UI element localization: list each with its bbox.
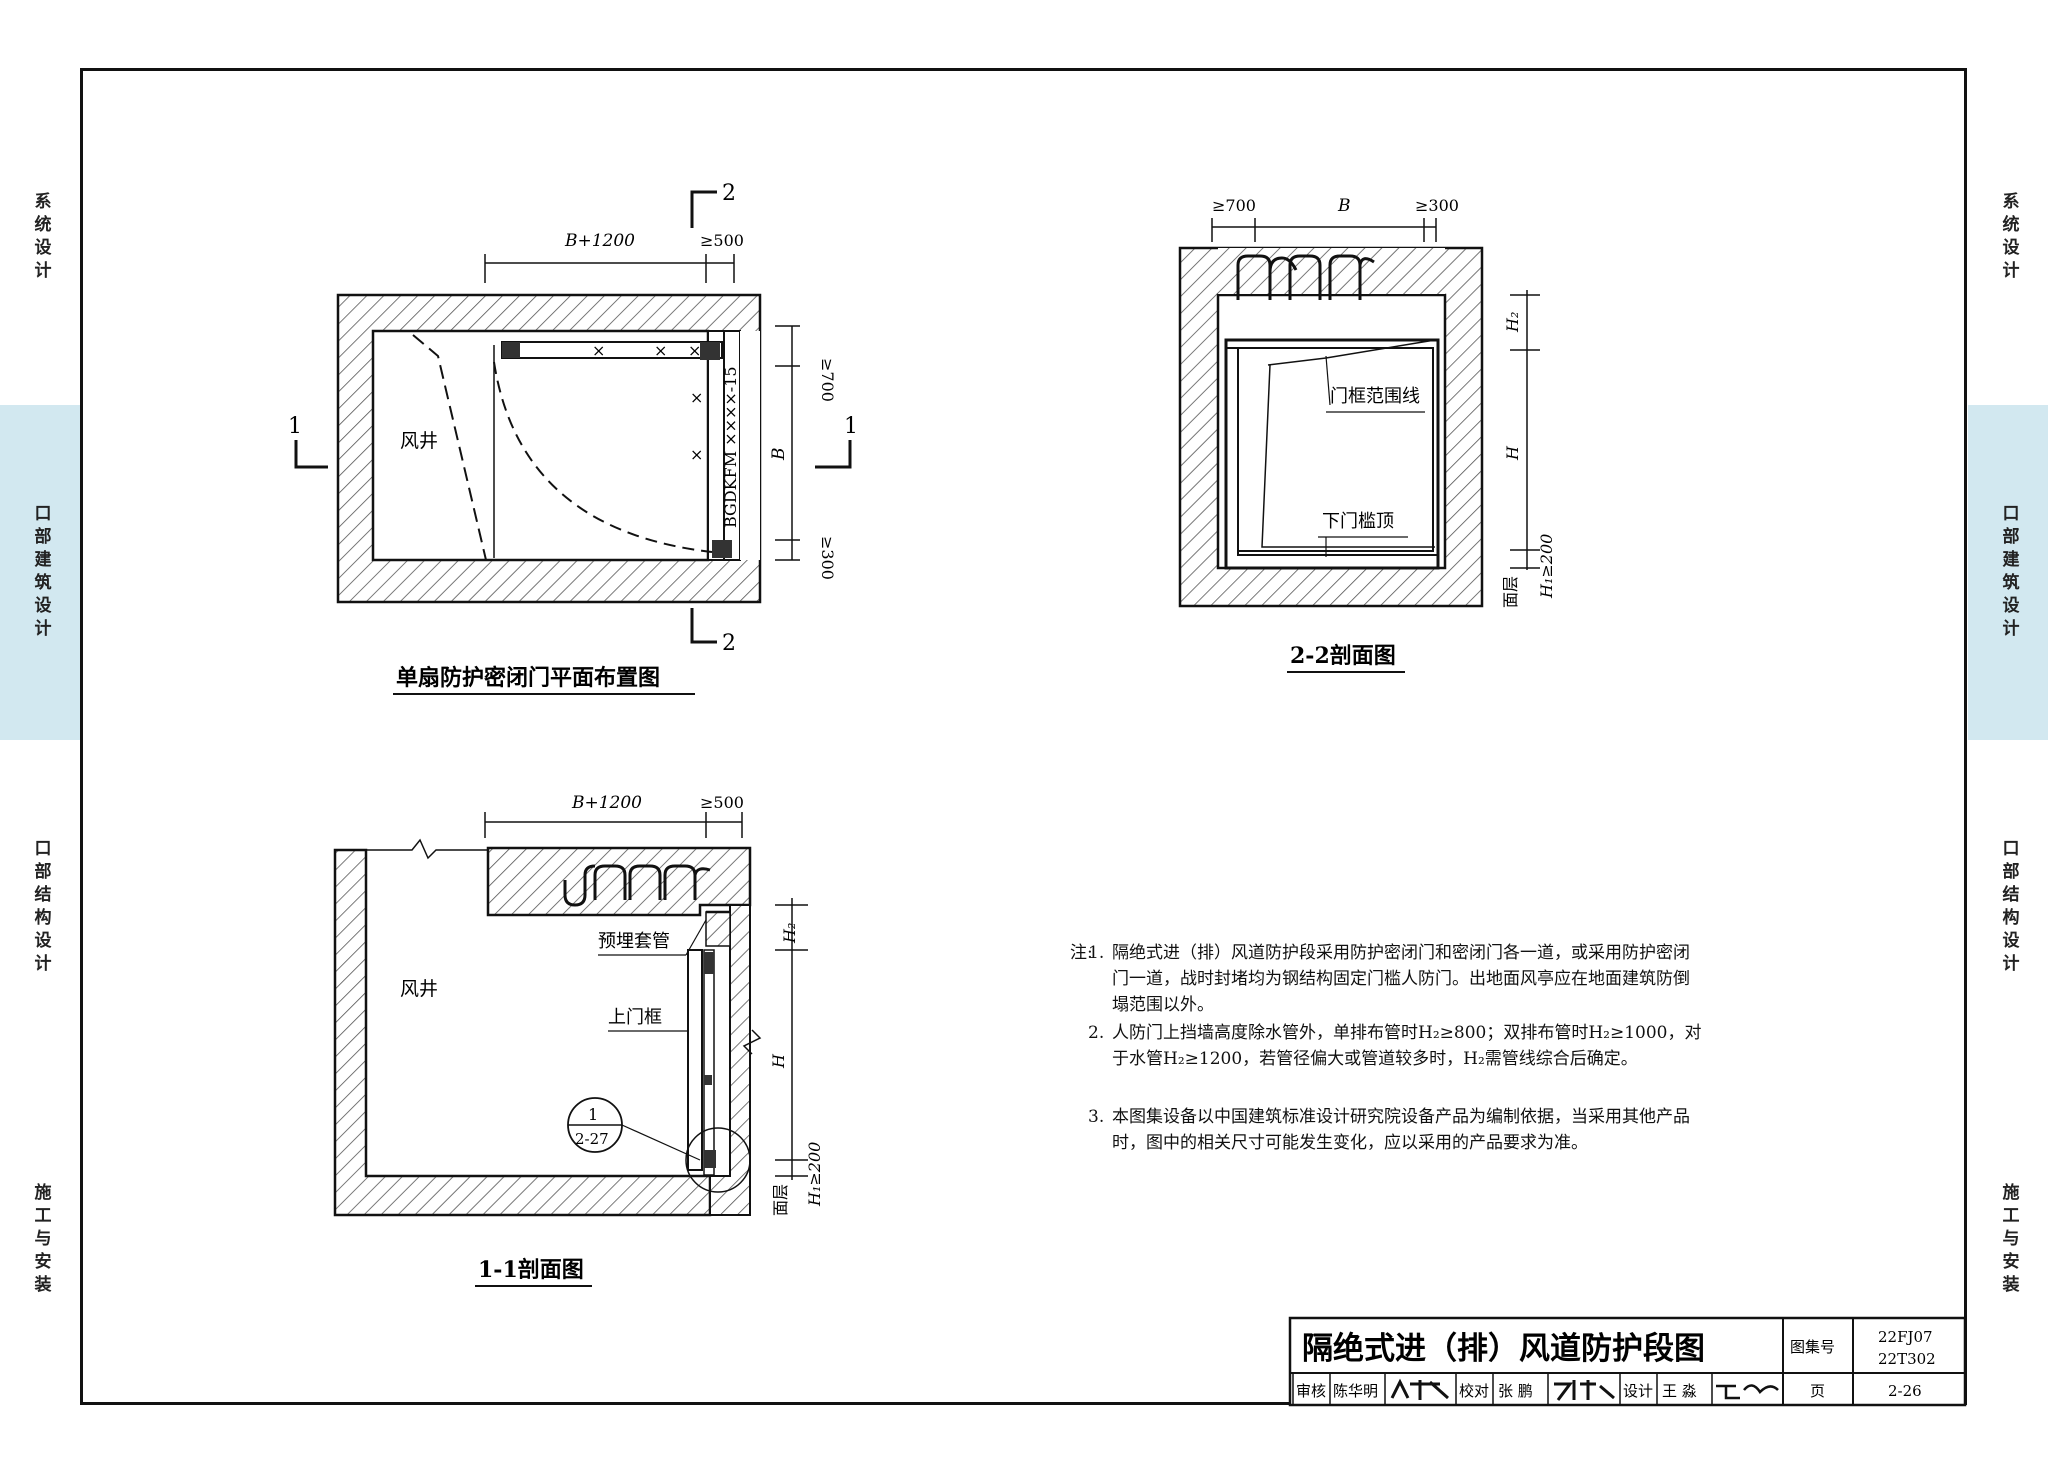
sec22-dim-h1: H₁≥200: [1537, 534, 1556, 599]
sec22-dim-top-left: ≥700: [1212, 196, 1256, 215]
note-num: 3.: [1088, 1107, 1105, 1127]
section-mark-1-left: [294, 440, 328, 469]
sec22-floor-label: 面层: [1501, 576, 1520, 608]
design-label: 设计: [1623, 1382, 1653, 1400]
section-1-1: 风井 预埋套管 上门框 1 2-27 B+1200 ≥500 H₂ H H₁≥2…: [333, 793, 824, 1287]
plan-dim-top: B+1200: [564, 231, 635, 251]
checker-signature: [1554, 1380, 1615, 1401]
plan-dim-right-mid: B: [769, 448, 789, 462]
plan-shaft-label: 风井: [400, 430, 438, 452]
side-tab-left-system[interactable]: 系统设计: [30, 191, 51, 284]
sec22-dim-h2: H₂: [1503, 312, 1522, 333]
detail-index-num: 1: [588, 1105, 598, 1124]
review-label: 审核: [1296, 1382, 1326, 1400]
reviewer-name: 陈华明: [1333, 1382, 1378, 1400]
check-label: 校对: [1459, 1382, 1489, 1400]
sec22-label-sill: 下门槛顶: [1322, 511, 1394, 532]
side-tab-left-entrance-struct[interactable]: 口部结构设计: [30, 838, 51, 977]
plan-caption: 单扇防护密闭门平面布置图: [396, 665, 660, 691]
sec11-dim-h1: H₁≥200: [805, 1142, 824, 1207]
sec11-top-slab: [486, 846, 752, 917]
note-text: 隔绝式进（排）风道防护段采用防护密闭门和密闭门各一道，或采用防护密闭门一道，战时…: [1112, 943, 1690, 1015]
door-x-mark: ×: [690, 388, 703, 407]
side-tab-left-construction[interactable]: 施工与安装: [30, 1182, 51, 1298]
plan-door-code: BGDKFM ××××-15: [721, 366, 740, 528]
plan-dim-right-top: ≥700: [818, 358, 837, 402]
section-mark-2-top-label: 2: [722, 181, 736, 206]
side-tab-left-entrance-arch[interactable]: 口部建筑设计: [0, 405, 80, 740]
sec22-pipes: [1236, 254, 1375, 300]
section-2-2: 门框范围线 下门槛顶 ≥700 B ≥300 H₂ H H₁≥200 面层 2-…: [1178, 196, 1556, 673]
door-swing-arc: [493, 361, 713, 553]
door-x-mark: ×: [654, 341, 667, 360]
sec22-caption: 2-2剖面图: [1290, 643, 1396, 669]
door-x-mark: ×: [592, 341, 605, 360]
atlas-label: 图集号: [1790, 1338, 1835, 1356]
section-mark-1-left-label: 1: [288, 414, 302, 439]
sec22-dim-top-right: ≥300: [1415, 196, 1459, 215]
sec22-dim-h: H: [1503, 445, 1522, 461]
notes-heading: 注:: [1070, 943, 1093, 963]
atlas-no-1: 22FJ07: [1878, 1328, 1933, 1346]
title-text: 隔绝式进（排）风道防护段图: [1302, 1331, 1705, 1367]
checker-name: 张 鹏: [1498, 1382, 1533, 1400]
plan-dim-right-bot: ≥300: [818, 536, 837, 580]
sec11-caption: 1-1剖面图: [478, 1257, 584, 1283]
side-tab-right-entrance-struct[interactable]: 口部结构设计: [1998, 838, 2019, 977]
sec11-dim-h2: H₂: [780, 923, 799, 944]
designer-name: 王 淼: [1662, 1382, 1697, 1400]
sec11-label-upper-frame: 上门框: [608, 1007, 662, 1028]
note-text: 人防门上挡墙高度除水管外，单排布管时H₂≥800；双排布管时H₂≥1000，对于…: [1112, 1023, 1702, 1069]
sec11-dim-top: B+1200: [571, 793, 642, 813]
sec11-pipes: [563, 864, 711, 907]
section-mark-2-bottom: [690, 608, 717, 644]
page-label: 页: [1810, 1382, 1825, 1400]
section-mark-1-right-label: 1: [844, 414, 858, 439]
reviewer-signature: [1390, 1378, 1449, 1400]
plan-view: × × × × × 风井 BGDKFM ××××-15 B+1200 ≥500 …: [288, 181, 858, 695]
note-item: 2. 人防门上挡墙高度除水管外，单排布管时H₂≥800；双排布管时H₂≥1000…: [1088, 1020, 1702, 1072]
note-item: 1. 隔绝式进（排）风道防护段采用防护密闭门和密闭门各一道，或采用防护密闭门一道…: [1088, 940, 1702, 1018]
sec22-dim-top-mid: B: [1337, 196, 1351, 216]
sec11-floor-label: 面层: [771, 1184, 790, 1216]
plan-dim-top-right: ≥500: [700, 231, 744, 250]
side-tab-right-construction[interactable]: 施工与安装: [1998, 1182, 2019, 1298]
sec11-dim-top-right: ≥500: [700, 793, 744, 812]
detail-index-page: 2-27: [575, 1130, 609, 1148]
section-mark-2-top: [690, 190, 717, 228]
page-no: 2-26: [1888, 1382, 1922, 1400]
section-mark-2-bottom-label: 2: [722, 631, 736, 656]
door-x-mark: ×: [690, 445, 703, 464]
shaft-dashed-line: [412, 334, 487, 561]
atlas-no-2: 22T302: [1878, 1350, 1936, 1368]
title-block: 隔绝式进（排）风道防护段图 图集号 22FJ07 22T302 审核 陈华明 校…: [1288, 1316, 1967, 1407]
sec11-detail-circle: [685, 1127, 751, 1193]
sec11-shaft-label: 风井: [400, 978, 438, 1000]
sec11-dim-h: H: [769, 1053, 788, 1069]
side-tab-right-entrance-arch[interactable]: 口部建筑设计: [1968, 405, 2048, 740]
section-mark-1-right: [815, 440, 852, 469]
note-num: 2.: [1088, 1023, 1105, 1043]
note-num: 1.: [1088, 943, 1105, 963]
sec22-label-frame: 门框范围线: [1330, 386, 1420, 407]
door-x-mark: ×: [688, 341, 701, 360]
designer-signature: [1716, 1384, 1779, 1400]
drawing-frame: [80, 68, 1967, 1405]
note-text: 本图集设备以中国建筑标准设计研究院设备产品为编制依据，当采用其他产品时，图中的相…: [1112, 1107, 1690, 1153]
sec11-right-wall: [709, 904, 751, 1216]
sec11-label-sleeve: 预埋套管: [598, 931, 670, 952]
side-tab-right-system[interactable]: 系统设计: [1998, 191, 2019, 284]
note-item: 3. 本图集设备以中国建筑标准设计研究院设备产品为编制依据，当采用其他产品时，图…: [1088, 1104, 1702, 1156]
